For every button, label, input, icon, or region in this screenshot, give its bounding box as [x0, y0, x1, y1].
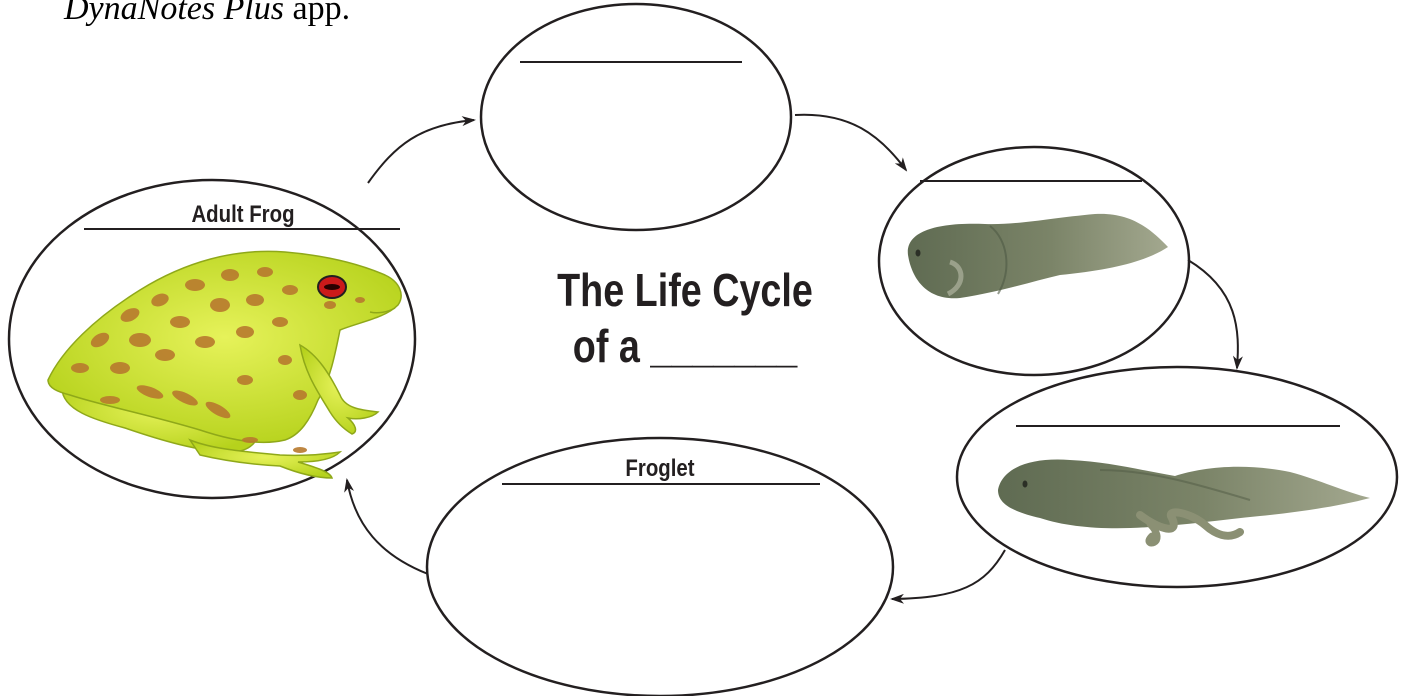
egg-stage-ellipse: [481, 4, 791, 230]
froglet-label: Froglet: [625, 454, 695, 481]
adult-frog-label: Adult Frog: [191, 200, 294, 227]
arrow-adult-to-egg: [368, 120, 474, 183]
diagram-title: The Life Cycle of a _______: [550, 262, 821, 374]
arrow-tadpole-to-legs: [1188, 260, 1238, 368]
title-line-1: The Life Cycle: [550, 262, 821, 318]
title-line-2: of a _______: [550, 318, 821, 374]
arrow-egg-to-tadpole: [795, 115, 906, 170]
arrow-froglet-to-adult: [347, 480, 428, 574]
arrow-legs-to-froglet: [892, 550, 1005, 599]
